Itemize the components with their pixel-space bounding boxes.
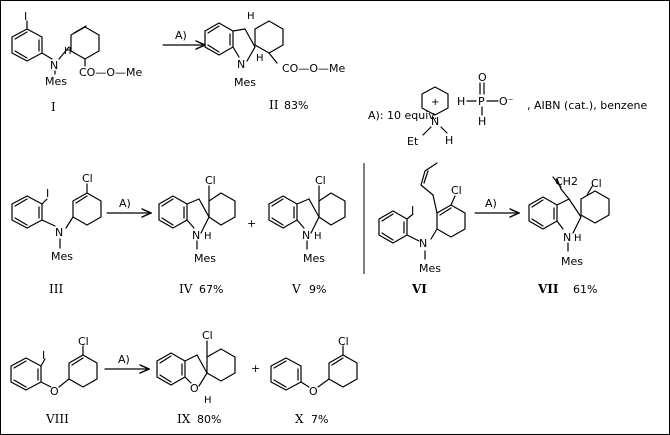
oxygen-atom: O [50,385,59,398]
oxygen-atom: O [478,71,487,84]
hydrogen-atom: H [204,395,212,406]
vinyl-group: CH2 [555,175,578,188]
ester-group: CO—O—Me [282,62,345,75]
compound-X-yield: 7% [311,413,328,426]
compound-III-structure: I N Mes Cl [11,172,102,263]
plus-sign: + [251,362,260,375]
compound-IX-structure: O H Cl [156,329,236,406]
hydrogen-atom: H [445,134,453,147]
compound-III-label: III [49,282,63,296]
compound-IV-structure: N H Mes Cl [158,174,236,265]
compound-V-yield: 9% [309,283,326,296]
hydrogen-atom: H [204,231,212,242]
compound-II-label: II [269,98,279,112]
nitrogen-atom: N [302,229,310,242]
oxygen-atom: O [309,385,318,398]
nitrogen-atom: N [419,237,427,250]
arrow-label: A) [485,197,497,210]
phosphorus-atom: P [478,95,485,108]
mesityl-group: Mes [419,262,441,275]
hydrogen-atom: H [247,11,255,22]
arrow-label: A) [118,353,130,366]
compound-IV-yield: 67% [199,283,223,296]
mesityl-group: Mes [194,252,216,265]
reaction-conditions: A): 10 equiv. + N Et H H P O O⁻ H , AIBN… [368,71,647,148]
arrow-label: A) [119,197,131,210]
chloro-atom: Cl [591,177,602,190]
compound-V-label: V [291,282,301,296]
mesityl-group: Mes [561,255,583,268]
compound-VII-label: VII [537,282,559,296]
compound-X-label: X [295,412,304,426]
mesityl-group: Mes [303,252,325,265]
ethyl-group: Et [407,135,419,148]
plus-sign: + [247,217,256,230]
hydrogen-atom: H [64,46,72,57]
chloro-atom: Cl [338,335,349,348]
compound-II-yield: 83% [284,99,308,112]
hydrogen-atom: H [256,53,264,64]
chloro-atom: Cl [205,174,216,187]
compound-II-structure: N Mes H H CO—O—Me [204,11,345,89]
hydrogen-atom: H [574,233,582,244]
oxide-anion: O⁻ [499,95,514,108]
chloro-atom: Cl [451,184,462,197]
nitrogen-atom: N [192,229,200,242]
oxygen-atom: O [190,382,199,395]
compound-IX-yield: 80% [197,413,221,426]
compound-I-label: I [51,100,56,114]
arrow-label: A) [175,29,187,42]
iodo-atom: I [46,187,49,200]
piperidinium-nitrogen: N [431,115,439,128]
nitrogen-atom: N [55,226,63,239]
compound-VI-label: VI [411,282,427,296]
compound-IV-label: IV [179,282,193,296]
chloro-atom: Cl [82,172,93,185]
iodo-atom: I [411,204,414,217]
mesityl-group: Mes [45,75,67,88]
compound-IX-label: IX [177,412,191,426]
nitrogen-atom: N [563,231,571,244]
hydrogen-atom: H [314,231,322,242]
compound-VIII-label: VIII [45,412,69,426]
plus-charge: + [431,97,439,108]
iodo-atom: I [42,349,45,362]
compound-VI-structure: I N Mes Cl [378,162,466,275]
compound-I-structure: I N Mes H CO—O—Me [11,10,142,88]
compound-X-structure: O Cl [270,335,358,398]
chloro-atom: Cl [78,335,89,348]
compound-VII-yield: 61% [573,283,597,296]
compound-VIII-structure: I O Cl [10,335,98,398]
compound-V-structure: N H Mes Cl [268,174,346,265]
compound-VII-structure: N H Mes Cl CH2 [528,175,610,268]
conditions-label: A): 10 equiv. [368,109,437,122]
nitrogen-atom: N [50,59,58,72]
chloro-atom: Cl [202,329,213,342]
ester-group: CO—O—Me [79,66,142,79]
hydrogen-atom: H [478,115,486,128]
iodo-atom: I [24,10,27,23]
nitrogen-atom: N [237,58,245,71]
conditions-tail: , AIBN (cat.), benzene [527,99,647,112]
mesityl-group: Mes [51,250,73,263]
chloro-atom: Cl [315,174,326,187]
mesityl-group: Mes [234,76,256,89]
hypophosphite-h: H [457,95,465,108]
